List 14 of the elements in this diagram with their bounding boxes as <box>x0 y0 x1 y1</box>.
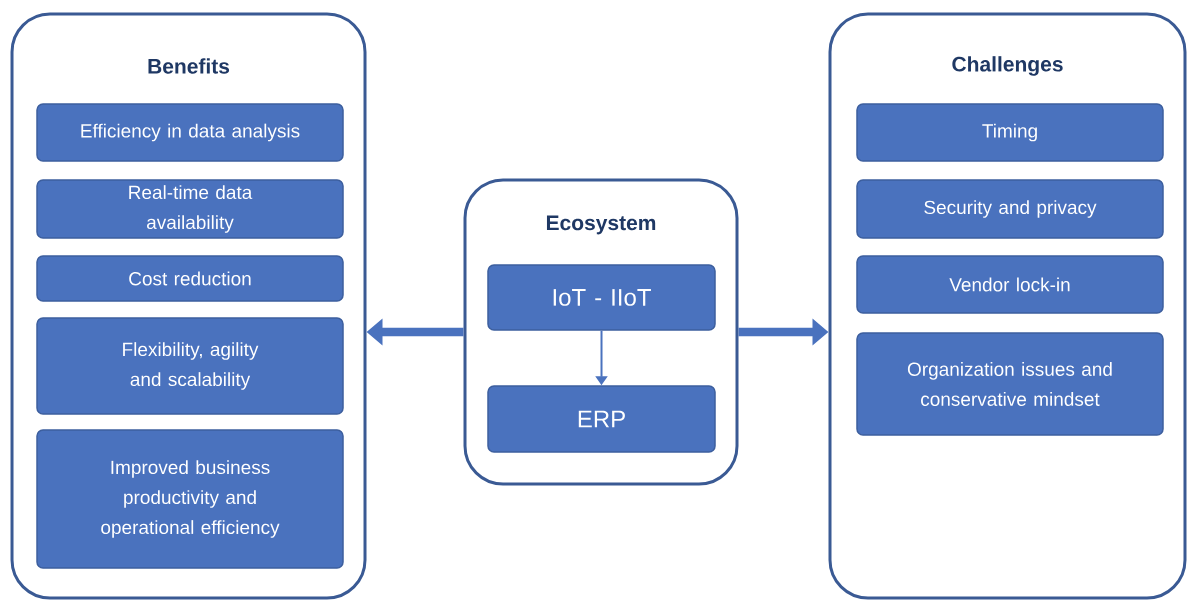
item-box: Efficiency in data analysis <box>36 103 344 162</box>
panel-heading: Challenges <box>952 56 1063 76</box>
item-box: Cost reduction <box>36 255 344 302</box>
panel-heading: Ecosystem <box>546 215 656 235</box>
item-box: Organization issues and conservative mindset <box>856 332 1164 436</box>
item-box: Improved business productivity and operational efficiency <box>36 429 344 569</box>
item-box: ERP <box>487 385 716 453</box>
panel-heading: Benefits <box>148 58 230 74</box>
item-box: Real-time data availability <box>36 179 344 239</box>
item-box: Vendor lock-in <box>856 255 1164 314</box>
item-box: Flexibility, agility and scalability <box>36 317 344 415</box>
item-box: IoT - IIoT <box>487 264 716 331</box>
item-box: Timing <box>856 103 1164 162</box>
item-box: Security and privacy <box>856 179 1164 239</box>
